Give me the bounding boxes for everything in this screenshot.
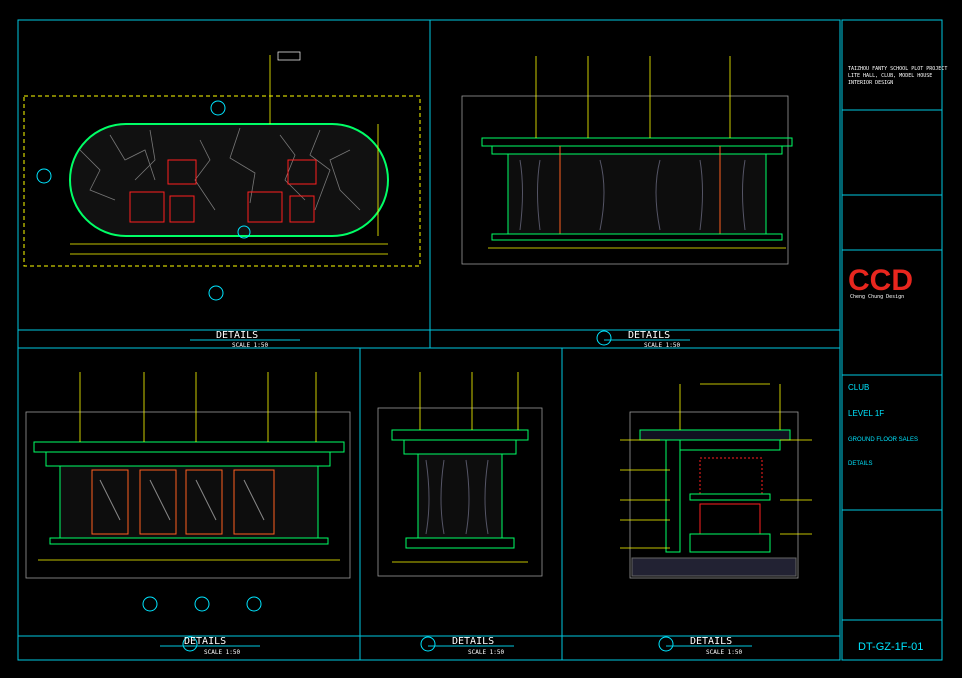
drawing-number: DT-GZ-1F-01	[858, 641, 923, 653]
panel-c-label: DETAILS	[184, 636, 226, 647]
panel-e-label: DETAILS	[690, 636, 732, 647]
panel-a-scale: SCALE 1:50	[232, 342, 269, 349]
area-details: DETAILS	[848, 461, 873, 467]
ccd-logo: CCD	[848, 264, 913, 297]
project-name-en-2: LITE HALL, CLUB, MODEL HOUSE	[848, 73, 932, 79]
project-name-en-3: INTERIOR DESIGN	[848, 80, 893, 86]
area-club: CLUB	[848, 383, 869, 392]
panel-d-label: DETAILS	[452, 636, 494, 647]
panel-e-scale: SCALE 1:50	[706, 649, 743, 656]
panel-b-elevation	[461, 56, 793, 346]
panel-a-plan	[23, 51, 421, 301]
title-block: TAIZHOU FANTY SCHOOL PLOT PROJECT LITE H…	[842, 66, 947, 653]
panel-b-scale: SCALE 1:50	[644, 342, 681, 349]
panel-b-label: DETAILS	[628, 330, 670, 341]
ccd-logo-subtitle: Cheng Chung Design	[850, 294, 904, 300]
project-name-en-1: TAIZHOU FANTY SCHOOL PLOT PROJECT	[848, 66, 947, 72]
panel-c-scale: SCALE 1:50	[204, 649, 241, 656]
panel-labels: DETAILS SCALE 1:50 DETAILS SCALE 1:50 DE…	[160, 330, 752, 656]
area-ground-floor: GROUND FLOOR SALES	[848, 437, 918, 443]
area-level: LEVEL 1F	[848, 409, 884, 418]
panel-e-section	[620, 383, 812, 652]
panel-d-elevation	[377, 372, 543, 652]
panel-a-label: DETAILS	[216, 330, 258, 341]
panel-c-elevation	[25, 372, 351, 652]
panel-d-scale: SCALE 1:50	[468, 649, 505, 656]
